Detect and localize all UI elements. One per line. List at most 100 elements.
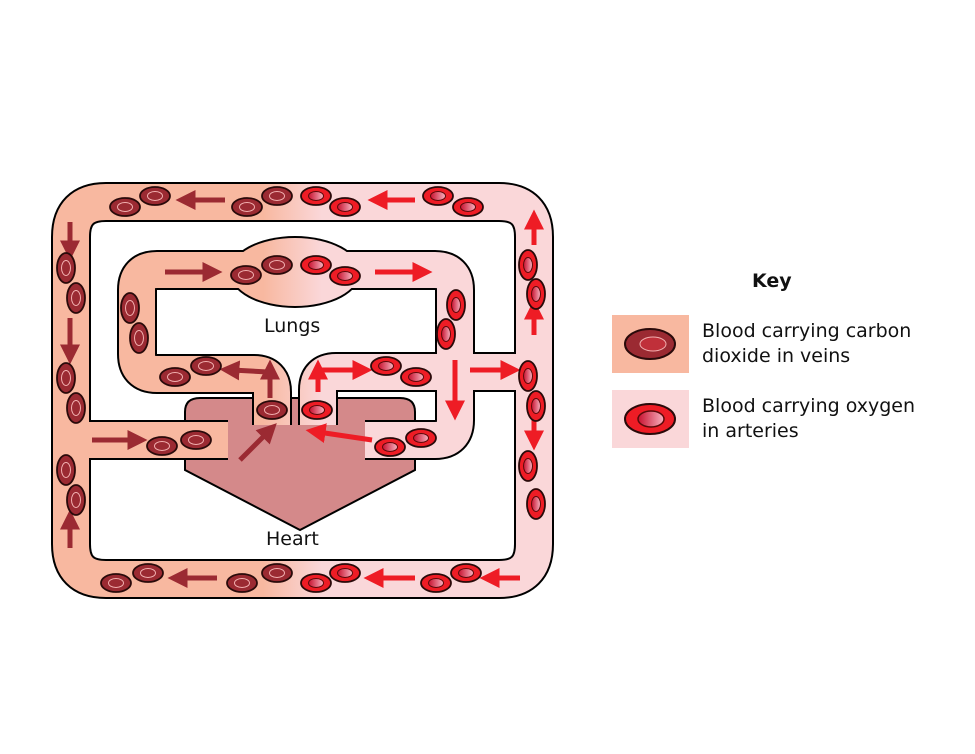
cell-center bbox=[140, 568, 156, 578]
artery-blood-cell bbox=[300, 573, 332, 593]
key-veins-line1: Blood carrying carbon bbox=[702, 320, 912, 342]
artery-blood-cell bbox=[446, 289, 466, 321]
artery-blood-cell bbox=[422, 186, 454, 206]
artery-blood-cell bbox=[518, 360, 538, 392]
artery-blood-cell bbox=[405, 428, 437, 448]
vein-blood-cell bbox=[261, 255, 293, 275]
cell-center bbox=[61, 370, 71, 386]
cell-center bbox=[531, 496, 541, 512]
vein-blood-cell bbox=[139, 186, 171, 206]
key-title: Key bbox=[752, 270, 792, 292]
cell-body bbox=[256, 400, 288, 420]
vein-blood-cell bbox=[109, 197, 141, 217]
cell-body bbox=[231, 197, 263, 217]
cell-body bbox=[159, 367, 191, 387]
cell-center bbox=[117, 202, 133, 212]
cell-body bbox=[190, 356, 222, 376]
cell-body bbox=[180, 430, 212, 450]
cell-body bbox=[109, 197, 141, 217]
cell-center bbox=[147, 191, 163, 201]
cell-center bbox=[308, 191, 324, 201]
lungs-label: Lungs bbox=[264, 315, 321, 337]
cell-body bbox=[139, 186, 171, 206]
cell-body bbox=[66, 392, 86, 424]
vein-blood-cell bbox=[66, 484, 86, 516]
key-swatch-veins bbox=[612, 315, 689, 373]
cell-center bbox=[413, 433, 429, 443]
artery-blood-cell bbox=[420, 573, 452, 593]
key-arteries-line2: in arteries bbox=[702, 420, 799, 442]
cell-center bbox=[269, 191, 285, 201]
cell-center bbox=[523, 458, 533, 474]
cell-center bbox=[108, 578, 124, 588]
vein-blood-cell bbox=[159, 367, 191, 387]
vein-blood-cell bbox=[180, 430, 212, 450]
vein-blood-cell bbox=[100, 573, 132, 593]
cell-body bbox=[261, 563, 293, 583]
vein-blood-cell bbox=[190, 356, 222, 376]
cell-center bbox=[269, 568, 285, 578]
vein-flow-arrow bbox=[238, 423, 277, 462]
artery-blood-cell bbox=[400, 367, 432, 387]
cell-center bbox=[531, 398, 541, 414]
cell-center bbox=[337, 568, 353, 578]
cell-center bbox=[61, 260, 71, 276]
vein-blood-cell bbox=[132, 563, 164, 583]
cell-body bbox=[56, 252, 76, 284]
cell-center bbox=[188, 435, 204, 445]
cell-center bbox=[337, 271, 353, 281]
key-veins-line2: dioxide in veins bbox=[702, 345, 851, 367]
cell-center bbox=[523, 257, 533, 273]
artery-blood-cell bbox=[329, 563, 361, 583]
artery-flow-arrow bbox=[305, 423, 373, 443]
cell-center bbox=[61, 462, 71, 478]
cell-body bbox=[230, 265, 262, 285]
cell-center bbox=[134, 330, 144, 346]
artery-blood-cell bbox=[518, 249, 538, 281]
cell-center bbox=[234, 578, 250, 588]
cell-body bbox=[261, 186, 293, 206]
artery-blood-cell bbox=[526, 390, 546, 422]
cell-body bbox=[66, 484, 86, 516]
cell-center bbox=[71, 290, 81, 306]
cell-body bbox=[120, 292, 140, 324]
cell-center bbox=[167, 372, 183, 382]
vein-blood-cell bbox=[261, 563, 293, 583]
artery-blood-cell bbox=[436, 318, 456, 350]
heart-shape bbox=[184, 397, 416, 532]
cell-body bbox=[226, 573, 258, 593]
cell-center bbox=[125, 300, 135, 316]
heart-label: Heart bbox=[266, 528, 319, 550]
cell-center bbox=[309, 405, 325, 415]
cell-center bbox=[154, 441, 170, 451]
cell-center bbox=[428, 578, 444, 588]
vein-blood-cell bbox=[129, 322, 149, 354]
vein-blood-cell bbox=[120, 292, 140, 324]
cell-center bbox=[408, 372, 424, 382]
cell-center bbox=[238, 270, 254, 280]
vein-blood-cell bbox=[230, 265, 262, 285]
cell-center bbox=[460, 202, 476, 212]
cell-center bbox=[382, 442, 398, 452]
cell-body bbox=[100, 573, 132, 593]
artery-blood-cell bbox=[450, 563, 482, 583]
cell-center bbox=[458, 568, 474, 578]
cell-body bbox=[261, 255, 293, 275]
artery-blood-cell bbox=[329, 266, 361, 286]
key-arteries-line1: Blood carrying oxygen bbox=[702, 395, 916, 417]
blood-cells bbox=[56, 186, 546, 593]
cell-center bbox=[430, 191, 446, 201]
artery-blood-cell bbox=[301, 400, 333, 420]
cell-body bbox=[66, 282, 86, 314]
lungs-shape bbox=[231, 238, 359, 306]
cell-center bbox=[269, 260, 285, 270]
vein-blood-cell bbox=[256, 400, 288, 420]
cell-body bbox=[146, 436, 178, 456]
artery-blood-cell bbox=[526, 488, 546, 520]
vein-blood-cell bbox=[56, 454, 76, 486]
artery-blood-cell bbox=[374, 437, 406, 457]
artery-blood-cell bbox=[370, 356, 402, 376]
cell-center bbox=[198, 361, 214, 371]
cell-body bbox=[56, 454, 76, 486]
cell-center bbox=[239, 202, 255, 212]
